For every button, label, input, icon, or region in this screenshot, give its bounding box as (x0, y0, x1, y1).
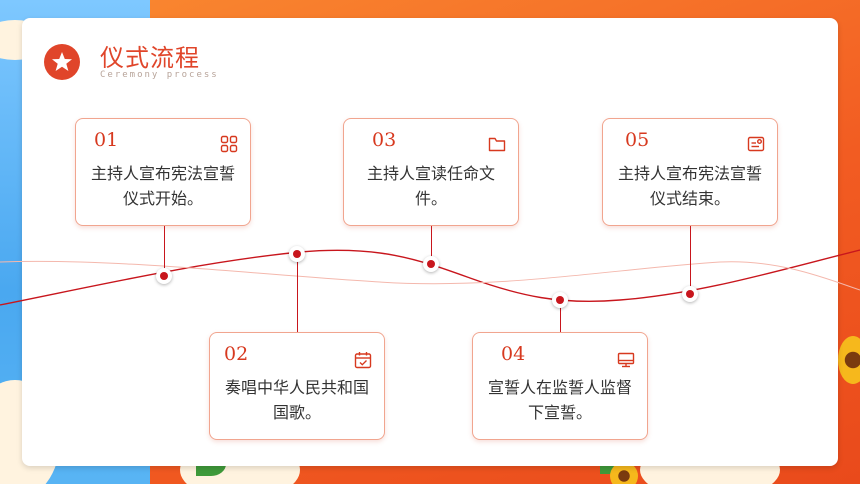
page-subtitle: Ceremony process (100, 70, 219, 80)
page-title: 仪式流程 (100, 44, 200, 72)
step-text: 主持人宣布宪法宣誓仪式开始。 (90, 164, 235, 208)
step-text: 奏唱中华人民共和国国歌。 (224, 378, 369, 422)
step-card-02: 02 奏唱中华人民共和国国歌。 (209, 332, 385, 440)
folder-icon (488, 137, 506, 152)
timeline-node-01 (156, 268, 172, 284)
sunflower-decoration (838, 336, 860, 384)
content-panel (22, 18, 838, 466)
step-card-04: 04 宣誓人在监誓人监督下宣誓。 (472, 332, 648, 440)
step-number: 03 (372, 129, 397, 151)
calendar-check-icon (354, 352, 372, 369)
connector-05 (690, 226, 691, 294)
star-badge-icon (44, 44, 80, 80)
step-card-05: 05 主持人宣布宪法宣誓仪式结束。 (602, 118, 778, 226)
step-text: 主持人宣布宪法宣誓仪式结束。 (617, 164, 762, 208)
step-number: 05 (625, 129, 650, 151)
timeline-node-02 (289, 246, 305, 262)
grid-icon (220, 135, 238, 153)
step-number: 01 (94, 129, 119, 151)
step-text: 宣誓人在监誓人监督下宣誓。 (487, 378, 632, 422)
timeline-wave-main (0, 249, 860, 306)
connector-03 (431, 226, 432, 264)
step-text: 主持人宣读任命文件。 (366, 164, 495, 208)
connector-01 (164, 226, 165, 276)
timeline-node-04 (552, 292, 568, 308)
monitor-icon (617, 352, 635, 368)
sunflower-decoration (610, 462, 638, 484)
connector-02 (297, 254, 298, 332)
step-number: 02 (224, 343, 249, 365)
certificate-icon (747, 136, 765, 152)
step-card-01: 01 主持人宣布宪法宣誓仪式开始。 (75, 118, 251, 226)
step-card-03: 03 主持人宣读任命文件。 (343, 118, 519, 226)
timeline-node-03 (423, 256, 439, 272)
step-number: 04 (501, 343, 526, 365)
timeline-node-05 (682, 286, 698, 302)
connector-04 (560, 300, 561, 332)
